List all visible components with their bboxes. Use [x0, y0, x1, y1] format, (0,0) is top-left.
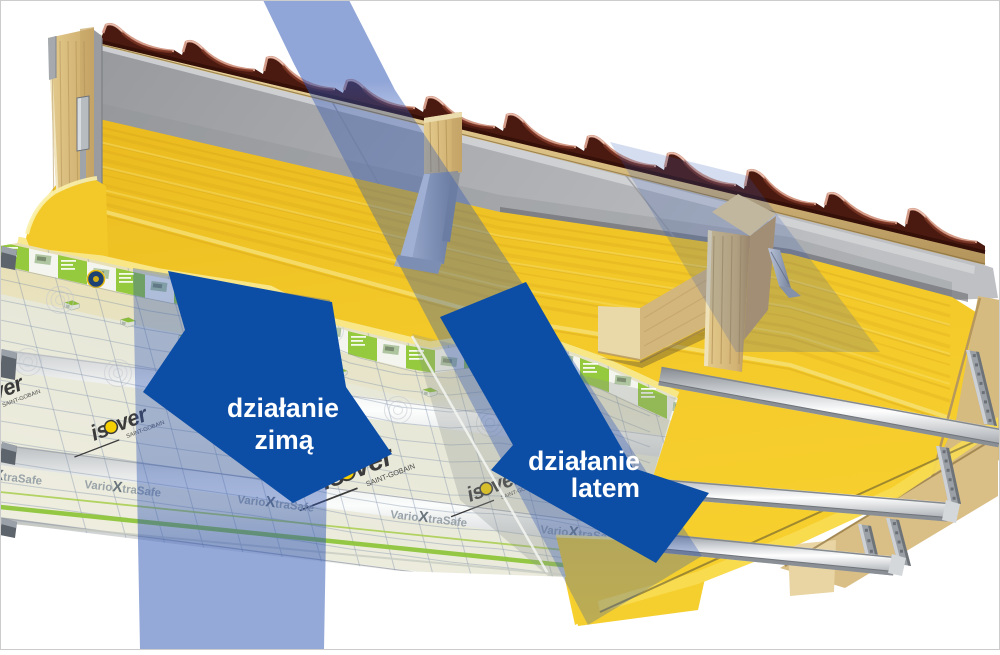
svg-text:latem: latem — [571, 473, 640, 503]
svg-text:działanie: działanie — [528, 446, 640, 476]
svg-text:zimą: zimą — [255, 425, 314, 455]
svg-text:działanie: działanie — [227, 393, 339, 423]
